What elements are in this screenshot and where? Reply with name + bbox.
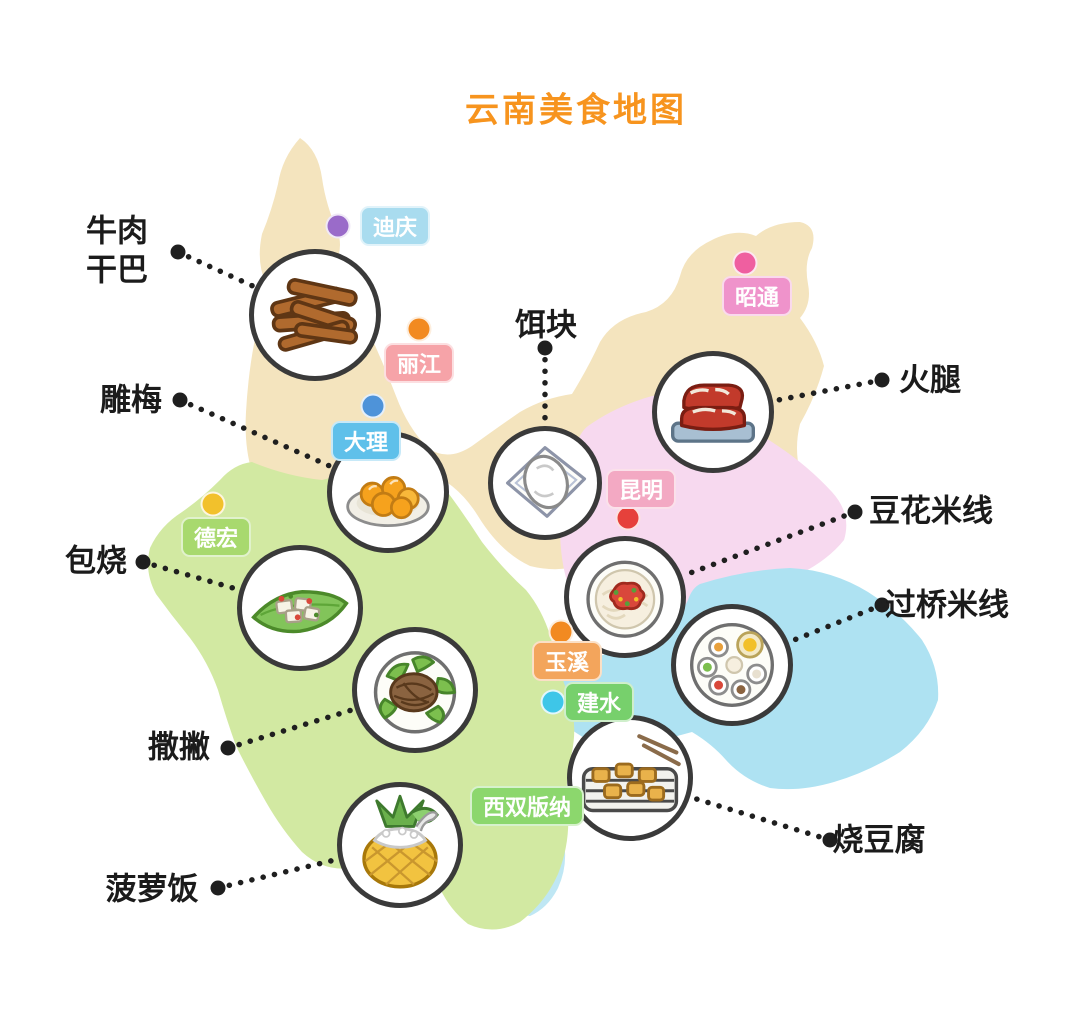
- city-pill-dehong: 德宏: [180, 517, 252, 557]
- food-circle-guoqiao-mixian: [671, 604, 793, 726]
- diaomei-icon: [346, 476, 430, 527]
- food-circle-diaomei: [327, 431, 449, 553]
- food-label-baoshao: 包烧: [65, 543, 127, 579]
- food-circle-sapie: [352, 627, 478, 753]
- city-dot-dali: [360, 393, 386, 419]
- ham-icon: [671, 383, 755, 443]
- food-circle-boluo-fan: [337, 782, 463, 908]
- food-label-boluo-fan: 菠萝饭: [105, 871, 199, 907]
- city-pill-dali: 大理: [330, 421, 402, 461]
- city-dot-zhaotong: [732, 250, 758, 276]
- food-circle-shao-doufu: [567, 715, 693, 841]
- leader-sapie: [220, 706, 358, 756]
- leader-shao-doufu: [687, 794, 838, 848]
- page-title: 云南美食地图: [465, 91, 687, 130]
- food-circle-erkuai: [488, 426, 602, 540]
- food-label-sapie: 撒撇: [148, 729, 210, 765]
- city-dot-jianshui: [540, 689, 566, 715]
- food-label-beef-jerky: 牛肉 干巴: [86, 213, 148, 287]
- leader-baoshao: [135, 554, 243, 593]
- leader-erkuai: [537, 340, 553, 429]
- city-pill-lijiang: 丽江: [383, 343, 455, 383]
- food-label-ham: 火腿: [899, 362, 961, 398]
- erkuai-icon: [506, 446, 587, 518]
- beef-jerky-icon: [270, 278, 359, 352]
- food-circle-ham: [652, 351, 774, 473]
- food-label-guoqiao-mixian: 过桥米线: [885, 587, 1009, 623]
- leader-guoqiao-mixian: [786, 597, 890, 645]
- food-label-diaomei: 雕梅: [100, 382, 162, 418]
- baoshao-icon: [251, 590, 349, 634]
- city-pill-zhaotong: 昭通: [721, 276, 793, 316]
- city-dot-lijiang: [406, 316, 432, 342]
- leader-diaomei: [172, 392, 335, 470]
- shao-doufu-icon: [581, 734, 681, 813]
- boluo-fan-icon: [362, 794, 439, 889]
- food-label-erkuai: 饵块: [515, 307, 577, 343]
- city-pill-diqing: 迪庆: [359, 206, 431, 246]
- food-circle-beef-jerky: [249, 249, 381, 381]
- leader-boluo-fan: [210, 856, 342, 896]
- city-pill-jianshui: 建水: [563, 682, 635, 722]
- food-label-shao-doufu: 烧豆腐: [832, 822, 926, 858]
- leader-douhua-mixian: [679, 504, 863, 579]
- city-dot-kunming: [615, 505, 641, 531]
- food-label-douhua-mixian: 豆花米线: [869, 493, 993, 529]
- leader-ham: [770, 372, 890, 404]
- city-dot-diqing: [325, 213, 351, 239]
- guoqiao-mixian-icon: [690, 623, 774, 707]
- city-pill-yuxi: 玉溪: [531, 641, 603, 681]
- city-pill-xishuangbanna: 西双版纳: [469, 786, 585, 826]
- sapie-icon: [373, 651, 457, 734]
- food-circle-baoshao: [237, 545, 363, 671]
- city-dot-dehong: [200, 491, 226, 517]
- region-south-strip: [504, 757, 568, 916]
- food-circle-douhua-mixian: [564, 536, 686, 658]
- douhua-mixian-icon: [586, 560, 664, 638]
- city-pill-kunming: 昆明: [605, 469, 677, 509]
- leader-beef-jerky: [170, 244, 258, 290]
